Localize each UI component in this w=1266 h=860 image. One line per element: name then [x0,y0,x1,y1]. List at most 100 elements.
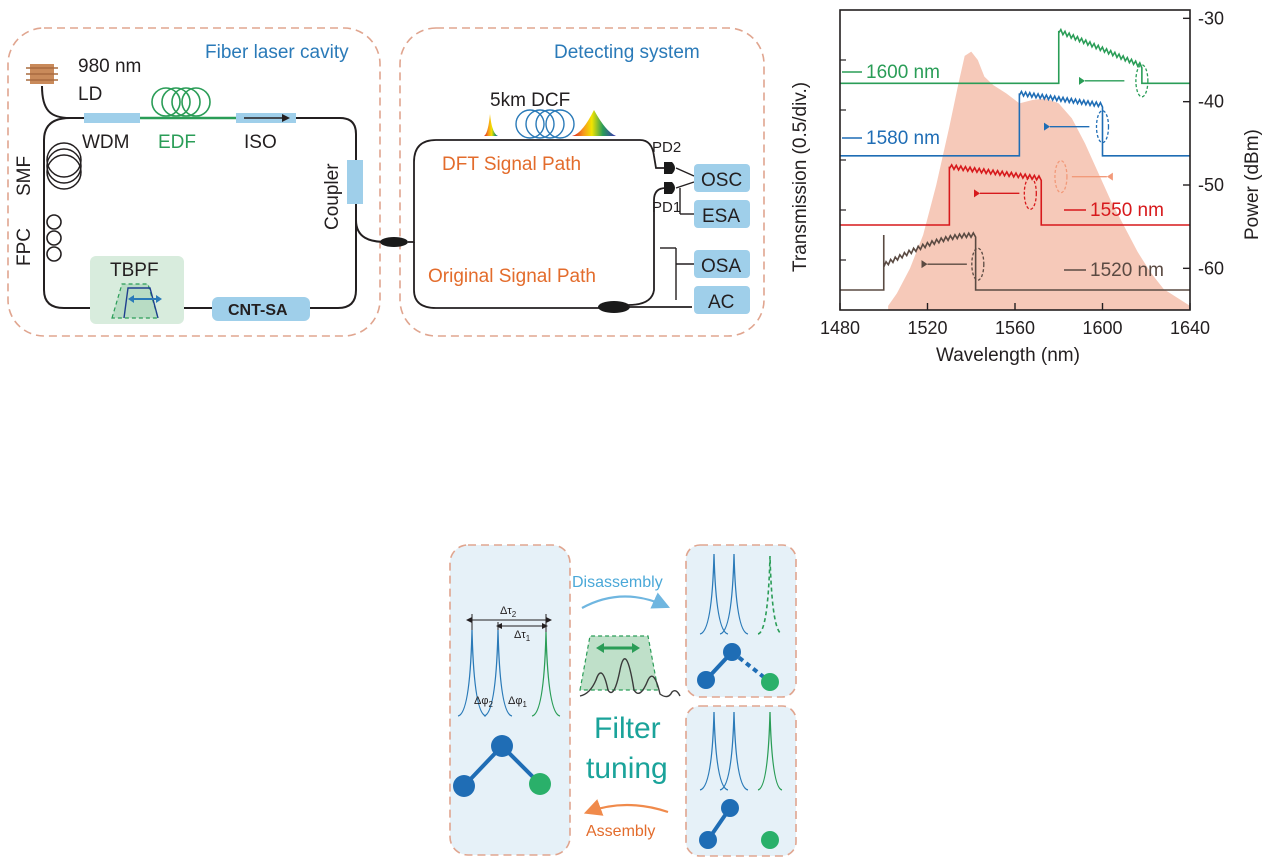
gain-spectrum-fill [888,51,1190,310]
filter-window-icon [579,635,659,691]
tr-soliton-3 [761,673,779,691]
iso-label: ISO [244,132,277,153]
axis-indicator-ellipse [1023,176,1037,210]
axis-indicator-arrowhead [1079,76,1085,85]
edf-coil-icon [151,87,211,117]
axis-indicator-ellipse [1095,110,1110,144]
filter-label-2: tuning [586,752,668,785]
edf-label: EDF [158,132,196,153]
esa-box [694,200,750,228]
series-line-1550-nm [840,163,1190,226]
cnt-sa-box [212,297,310,321]
tbpf-label: TBPF [110,260,159,281]
wdm-component [84,113,140,123]
left-peak-2 [483,629,513,717]
disassembly-arrow [581,592,671,609]
axis-indicator-ellipse [1135,64,1149,98]
fpc-loops-icon [46,214,62,262]
x-tick-label: 1640 [1170,318,1210,338]
chart-ylabel-right: Power (dBm) [1242,129,1263,240]
dft-path-fiber [408,139,666,243]
left-peak-3 [531,631,561,717]
coupler-component [347,160,363,204]
left-molecule-soliton-1 [453,775,475,797]
dft-path-label: DFT Signal Path [442,154,581,175]
ld-label-1: 980 nm [78,56,141,77]
osa-label: OSA [701,256,741,277]
left-molecule-soliton-3 [529,773,551,795]
smf-coil-icon [46,142,82,190]
orig-path-label: Original Signal Path [428,266,596,287]
dcf-input-pulse-icon [484,114,498,136]
filter-tuning-arrow-icon [596,643,640,653]
axis-indicator-arrowhead [974,189,980,198]
iso-arrow-icon [282,114,290,122]
assembly-label: Assembly [586,823,655,840]
axis-indicator-ellipse [1054,160,1068,194]
assembly-arrow [583,799,669,816]
setup-panel: Fiber laser cavity Detecting system 980 … [7,27,765,337]
filter-label-1: Filter [594,712,661,745]
series-line-1600-nm [840,27,1190,85]
delta-phi-1: Δφ1 [508,695,527,709]
splitter-connector [598,301,630,313]
fpc-label: FPC [14,228,35,266]
axis-indicator-arrowhead [1106,172,1113,181]
chart-plot-area [840,27,1190,310]
ac-label: AC [708,292,734,313]
schematic-panel: Δτ2 Δτ1 Δφ2 Δφ1 Disassembly [449,544,797,857]
series-label: 1580 nm [866,128,940,149]
ld-chip-icon [26,64,58,84]
y-tick-label: -60 [1198,258,1224,278]
x-tick-label: 1600 [1082,318,1122,338]
series-label: 1550 nm [1090,200,1164,221]
orig-path-fiber [413,242,600,309]
axis-indicator-ellipse [971,247,985,281]
series-label: 1520 nm [1090,260,1164,281]
tbpf-tuning-arrow-icon [128,295,162,303]
x-tick-label: 1520 [907,318,947,338]
ac-box [694,286,750,314]
osc-label: OSC [701,170,742,191]
dcf-label: 5km DCF [490,90,570,111]
delta-tau-1: Δτ1 [514,629,531,643]
top-right-dashed-peak [757,555,783,635]
delta-phi-2: Δφ2 [474,695,493,709]
top-right-state-panel [685,544,797,698]
br-soliton-1 [699,831,717,849]
tr-soliton-2 [723,643,741,661]
osa-box [694,250,750,278]
pd2-label: PD2 [652,139,681,156]
detect-box [399,27,765,337]
br-soliton-3 [761,831,779,849]
cavity-box [7,27,381,337]
y-tick-label: -50 [1198,175,1224,195]
y-tick-label: -40 [1198,92,1224,112]
filter-spectrum-curve [579,658,681,698]
dcf-coil-icon [515,109,575,139]
series-line-1520-nm [840,231,1190,291]
cnt-sa-label: CNT-SA [228,302,288,319]
axis-indicator-arrowhead [921,260,928,269]
chart-xlabel: Wavelength (nm) [936,345,1080,366]
br-soliton-2 [721,799,739,817]
coupler-out-fiber [355,219,387,243]
y-tick-label: -30 [1198,8,1224,28]
smf-label: SMF [14,156,35,196]
dcf-output-pulse-icon [572,110,616,136]
left-molecule-soliton-2 [491,735,513,757]
pd1-detector-icon [664,182,675,194]
left-peak-1 [457,629,487,717]
tr-soliton-1 [697,671,715,689]
axis-indicator-arrowhead [1044,122,1050,131]
pd1-label: PD1 [652,199,681,216]
delta-tau-2: Δτ2 [500,605,517,619]
x-tick-label: 1480 [820,318,860,338]
disassembly-label: Disassembly [572,574,663,591]
esa-label: ESA [702,206,740,227]
osc-box [694,164,750,192]
series-line-1580-nm [840,89,1190,157]
ld-label-2: LD [78,84,102,105]
